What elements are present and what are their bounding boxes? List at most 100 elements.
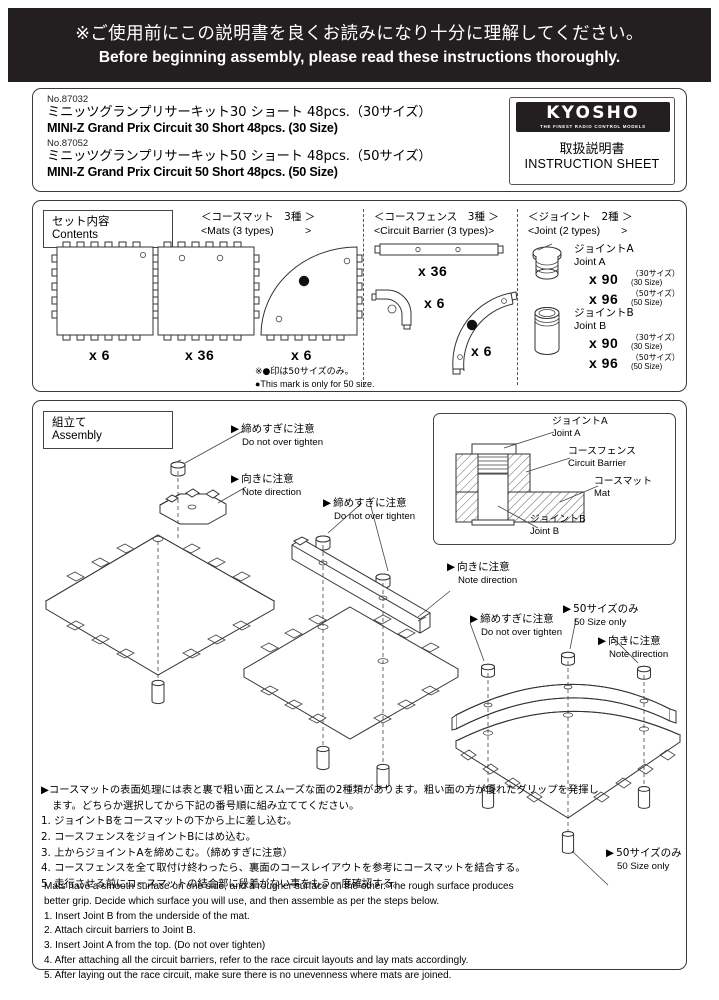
detail-barrier-en: Circuit Barrier — [568, 458, 627, 470]
footnote-en: ●This mark is only for 50 size. — [255, 378, 375, 389]
joint-a-illustration — [532, 243, 562, 280]
mat-quarter-curve-qty: x 6 — [291, 347, 312, 363]
triangle-bullet-icon: ▶ — [598, 635, 607, 647]
joint-b-size-50-jp: （50サイズ） — [631, 353, 680, 362]
mats-heading-jp: ＜コースマット 3種 ＞ — [201, 211, 316, 223]
barrier-curve-illustration — [452, 291, 518, 375]
divider-barriers-joints — [517, 209, 518, 385]
callout-8-en: 50 Size only — [617, 860, 670, 872]
callout-7-en: Note direction — [609, 648, 669, 660]
doc-type-en: INSTRUCTION SHEET — [524, 157, 660, 171]
assembly-step2-illustration — [243, 502, 460, 789]
product-name-jp-1: ミニッツグランプリサーキット30 ショート 48pcs.（30サイズ） — [47, 104, 432, 120]
joint-b-size-30: （30サイズ） (30 Size) — [631, 333, 680, 351]
assembly-step1-illustration — [45, 430, 276, 705]
product-number-2: No.87052 — [47, 138, 89, 149]
contents-panel: セット内容 Contents ＜コースマット 3種 ＞ <Mats (3 typ… — [32, 200, 687, 392]
callout-5-jp: ▶締めすぎに注意 — [470, 613, 554, 625]
joint-group-heading: ＜ジョイント 2種 ＞ <Joint (2 types) > — [528, 210, 633, 238]
joint-b-size-50: （50サイズ） (50 Size) — [631, 353, 680, 371]
registered-trademark-icon: ® — [663, 103, 667, 109]
fifty-size-footnote: ※●印は50サイズのみ。 ●This mark is only for 50 s… — [255, 367, 374, 390]
assembly-panel: 組立て Assembly — [32, 400, 687, 970]
callout-8-jp: ▶50サイズのみ — [606, 847, 682, 859]
joint-b-name-jp: ジョイントB — [574, 307, 634, 319]
contents-label-en: Contents — [52, 229, 99, 242]
callout-50-size-only-1: ▶50サイズのみ 50 Size only — [563, 603, 639, 629]
product-block-87052: No.87052 ミニッツグランプリサーキット50 ショート 48pcs.（50… — [47, 138, 432, 180]
doc-type-jp: 取扱説明書 — [559, 142, 625, 157]
detail-label-barrier: コースフェンス Circuit Barrier — [568, 446, 636, 470]
triangle-bullet-icon: ▶ — [447, 561, 456, 573]
detail-joint-a-en: Joint A — [552, 428, 581, 440]
joint-a-size-50: （50サイズ） (50 Size) — [631, 289, 680, 307]
callout-1-jp: ▶締めすぎに注意 — [231, 423, 315, 435]
kyosho-wordmark: KYOSHO — [546, 103, 640, 124]
joint-a-size-30-jp: （30サイズ） — [631, 269, 680, 278]
en-step-3: 3. Insert Joint A from the top. (Do not … — [44, 940, 266, 952]
instructions-english: Mats have a smooth surface on one side, … — [44, 880, 514, 984]
callout-2-jp: ▶向きに注意 — [231, 473, 294, 485]
callout-note-direction-2: ▶向きに注意 Note direction — [447, 561, 517, 587]
header-warning-band: ※ご使用前にこの説明書を良くお読みになり十分に理解してください。 Before … — [8, 8, 711, 82]
callout-do-not-over-tighten-1: ▶締めすぎに注意 Do not over tighten — [231, 423, 323, 449]
en-step-1: 1. Insert Joint B from the underside of … — [44, 910, 250, 922]
product-block-87032: No.87032 ミニッツグランプリサーキット30 ショート 48pcs.（30… — [47, 94, 432, 136]
product-name-jp-2: ミニッツグランプリサーキット50 ショート 48pcs.（50サイズ） — [47, 148, 432, 164]
callout-3-en: Do not over tighten — [334, 510, 416, 522]
en-steps-list: 1. Insert Joint B from the underside of … — [44, 910, 514, 984]
mats-group-heading: ＜コースマット 3種 ＞ <Mats (3 types) > — [201, 210, 315, 238]
mat-quarter-curve-illustration — [260, 246, 363, 341]
assembly-label-jp: 組立て — [52, 415, 87, 429]
callout-4-en: Note direction — [458, 574, 518, 586]
joint-heading-jp: ＜ジョイント 2種 ＞ — [528, 211, 633, 223]
detail-mat-en: Mat — [594, 488, 610, 500]
detail-label-joint-b: ジョイントB Joint B — [530, 514, 586, 538]
joint-b-size-30-en: (30 Size) — [631, 342, 663, 352]
callout-do-not-over-tighten-3: ▶締めすぎに注意 Do not over tighten — [470, 613, 562, 639]
callout-note-direction-3: ▶向きに注意 Note direction — [598, 635, 668, 661]
joint-b-size-30-jp: （30サイズ） — [631, 333, 680, 342]
barrier-straight-illustration — [374, 243, 504, 256]
triangle-bullet-icon: ▶ — [231, 423, 240, 435]
detail-joint-b-jp: ジョイントB — [530, 514, 586, 525]
product-name-en-2: MINI-Z Grand Prix Circuit 50 Short 48pcs… — [47, 164, 338, 179]
barrier-heading-jp: ＜コースフェンス 3種 ＞ — [374, 211, 499, 223]
kyosho-tagline: THE FINEST RADIO CONTROL MODELS — [540, 123, 646, 129]
header-warning-en: Before beginning assembly, please read t… — [98, 48, 621, 66]
callout-7-jp: ▶向きに注意 — [598, 635, 661, 647]
callout-5-en: Do not over tighten — [481, 626, 563, 638]
callout-1-en: Do not over tighten — [242, 436, 324, 448]
triangle-bullet-icon: ▶ — [606, 847, 615, 859]
en-step-4: 4. After attaching all the circuit barri… — [44, 954, 469, 966]
mat-square-plain-illustration — [51, 241, 159, 341]
en-step-5: 5. After laying out the race circuit, ma… — [44, 969, 452, 981]
callout-4-jp: ▶向きに注意 — [447, 561, 510, 573]
callout-50-size-only-2: ▶50サイズのみ 50 Size only — [606, 847, 682, 873]
triangle-bullet-icon: ▶ — [470, 613, 479, 625]
triangle-bullet-icon: ▶ — [323, 497, 332, 509]
footnote-jp: ※●印は50サイズのみ。 — [255, 367, 354, 377]
assembly-label-en: Assembly — [52, 430, 102, 443]
barrier-heading-en: <Circuit Barrier (3 types)> — [374, 225, 495, 238]
barrier-group-heading: ＜コースフェンス 3種 ＞ <Circuit Barrier (3 types)… — [374, 210, 499, 238]
contents-label-jp: セット内容 — [52, 214, 110, 228]
product-name-en-1: MINI-Z Grand Prix Circuit 30 Short 48pcs… — [47, 120, 338, 135]
detail-mat-jp: コースマット — [594, 476, 652, 487]
callout-3-jp: ▶締めすぎに注意 — [323, 497, 407, 509]
product-number-1: No.87032 — [47, 94, 89, 105]
kyosho-logo: ® KYOSHO THE FINEST RADIO CONTROL MODELS — [516, 102, 670, 132]
detail-barrier-jp: コースフェンス — [568, 446, 636, 457]
joint-a-size-30: （30サイズ） (30 Size) — [631, 269, 680, 287]
callout-do-not-over-tighten-2: ▶締めすぎに注意 Do not over tighten — [323, 497, 415, 523]
title-panel: No.87032 ミニッツグランプリサーキット30 ショート 48pcs.（30… — [32, 88, 687, 192]
joint-a-size-50-jp: （50サイズ） — [631, 289, 680, 298]
jp-step-3: 3. 上からジョイントAを締めこむ。（締めすぎに注意） — [41, 846, 293, 859]
assembly-step3-illustration — [451, 618, 682, 886]
joint-heading-en: <Joint (2 types) > — [528, 225, 628, 238]
instructions-japanese: ▶コースマットの表面処理には表と裏で粗い面とスムーズな面の2種類があります。粗い… — [41, 783, 601, 892]
callout-note-direction-1: ▶向きに注意 Note direction — [231, 473, 301, 499]
jp-step-5: 5. 走行させる前にコースマットの結合部に段差がない事をもう一度確認する。 — [41, 877, 404, 890]
callout-6-en: 50 Size only — [574, 616, 627, 628]
barrier-curve-qty: x 6 — [471, 343, 492, 359]
